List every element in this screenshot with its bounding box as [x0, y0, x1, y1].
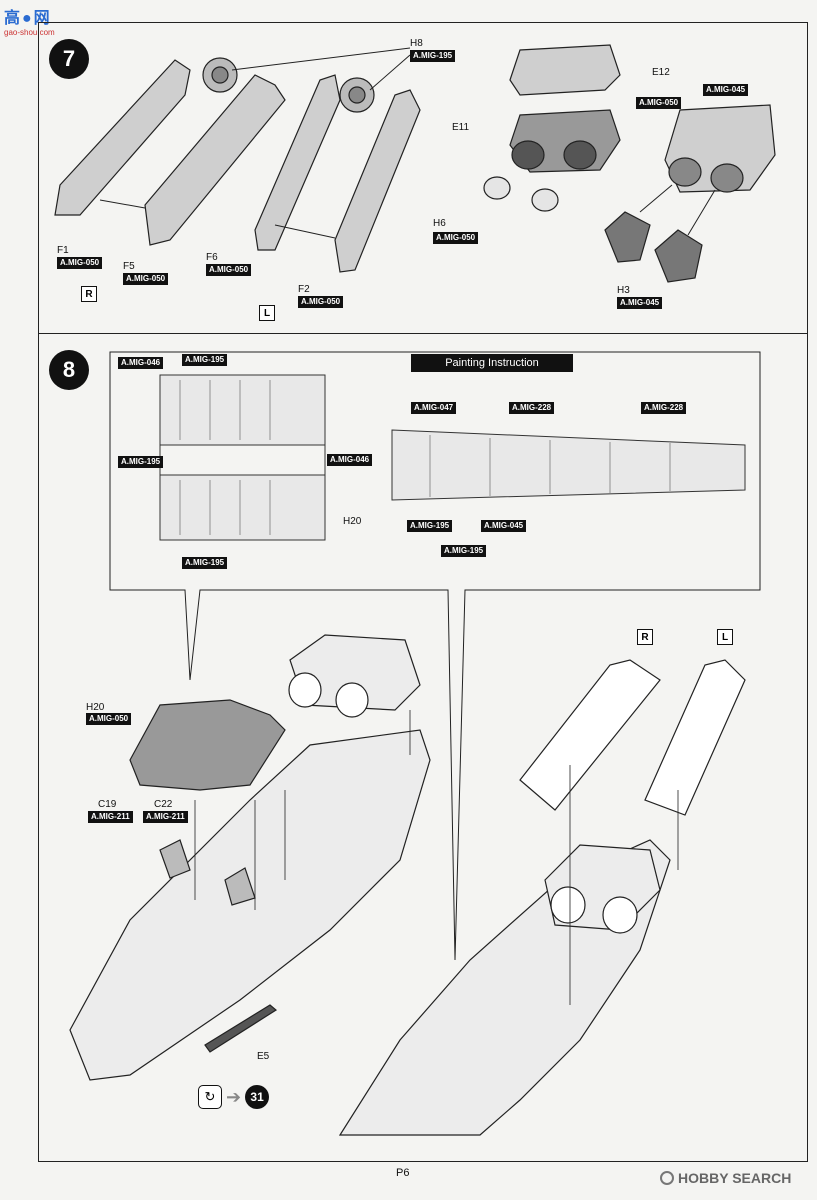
paint-inset-r-e: A.MIG-045: [481, 520, 527, 532]
side-right-marker: R: [81, 286, 97, 302]
paint-inset-c: A.MIG-195: [118, 456, 164, 468]
label-h8: H8: [410, 38, 423, 49]
watermark-bottom-text: HOBBY SEARCH: [678, 1170, 792, 1186]
paint-f1: A.MIG-050: [57, 257, 103, 269]
part-h20-tub: [129, 699, 286, 791]
next-step-reference: ↻ ➔ 31: [198, 1085, 270, 1109]
label-h6: H6: [433, 218, 446, 229]
part-h6-disc-a: [483, 176, 511, 200]
hobby-search-watermark: HOBBY SEARCH: [660, 1170, 791, 1186]
paint-inset-e: A.MIG-195: [182, 557, 228, 569]
part-f6-drawing: [254, 74, 341, 251]
paint-c22: A.MIG-211: [143, 811, 188, 823]
part-e5: [204, 1004, 278, 1053]
paint-inset-r-f: A.MIG-195: [441, 545, 487, 557]
rotate-icon: ↻: [198, 1085, 222, 1109]
side-right-marker-8: R: [637, 629, 653, 645]
part-f1-drawing: [54, 59, 191, 216]
label-e5: E5: [257, 1051, 270, 1062]
paint-h8: A.MIG-195: [410, 50, 456, 62]
label-e12: E12: [652, 67, 670, 78]
paint-e11-inner: A.MIG-050: [636, 97, 682, 109]
intake-duct-l: [644, 659, 746, 816]
part-f5-drawing: [144, 74, 286, 246]
part-f2-drawing: [334, 89, 421, 273]
step-7-badge: 7: [49, 39, 89, 79]
paint-f2: A.MIG-050: [298, 296, 344, 308]
paint-inset-r-c: A.MIG-228: [641, 402, 687, 414]
step-divider: [38, 333, 808, 334]
label-c22: C22: [154, 799, 173, 810]
side-left-marker: L: [259, 305, 275, 321]
arrow-right-icon: ➔: [226, 1087, 242, 1107]
part-e12-drawing: [509, 44, 621, 96]
step-8-badge: 8: [49, 350, 89, 390]
paint-c19: A.MIG-211: [88, 811, 133, 823]
watermark-circle-icon: [660, 1171, 674, 1185]
paint-inset-a: A.MIG-046: [118, 357, 164, 369]
watermark-url: gao-shou.com: [4, 28, 55, 37]
label-inset-h20: H20: [343, 516, 362, 527]
paint-f5: A.MIG-050: [123, 273, 169, 285]
paint-h3: A.MIG-045: [617, 297, 663, 309]
part-c19: [159, 839, 191, 879]
paint-inset-b: A.MIG-195: [182, 354, 228, 366]
paint-inset-d: A.MIG-046: [327, 454, 373, 466]
paint-inset-r-b: A.MIG-228: [509, 402, 555, 414]
part-h6-disc-b: [531, 188, 559, 212]
label-e11: E11: [452, 122, 470, 133]
paint-f6: A.MIG-050: [206, 264, 252, 276]
paint-inset-r-a: A.MIG-047: [411, 402, 457, 414]
paint-inset-r-d: A.MIG-195: [407, 520, 453, 532]
label-f6: F6: [206, 252, 218, 263]
page-frame: [38, 22, 808, 1162]
lower-fuselage-left: [69, 729, 431, 1081]
paint-engine-pair: A.MIG-045: [703, 84, 749, 96]
painting-instruction-title: Painting Instruction: [411, 354, 573, 372]
label-f1: F1: [57, 245, 69, 256]
inset-fuselage-bay: [391, 429, 746, 501]
part-h3-nozzle-a: [604, 211, 651, 263]
part-h3-nozzle-b: [654, 229, 703, 283]
label-f2: F2: [298, 284, 310, 295]
page-number: P6: [396, 1167, 410, 1179]
paint-h20: A.MIG-050: [86, 713, 132, 725]
reference-step-badge: 31: [245, 1085, 270, 1109]
label-c19: C19: [98, 799, 117, 810]
intake-duct-r: [519, 659, 661, 811]
label-f5: F5: [123, 261, 135, 272]
side-left-marker-8: L: [717, 629, 733, 645]
paint-h6: A.MIG-050: [433, 232, 479, 244]
label-h20: H20: [86, 702, 105, 713]
label-h3: H3: [617, 285, 630, 296]
